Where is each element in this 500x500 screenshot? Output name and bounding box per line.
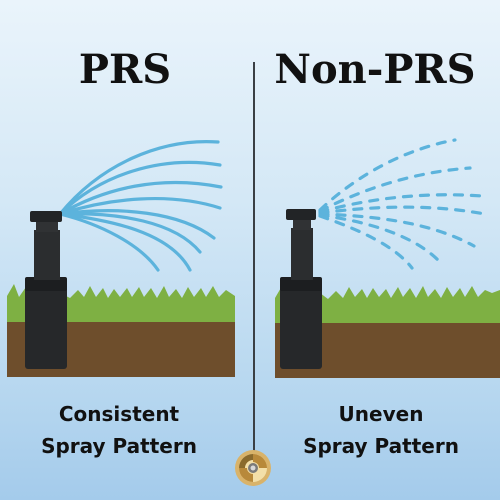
non-prs-sprinkler: [280, 209, 322, 369]
non-prs-spray-arcs: [318, 138, 487, 270]
prs-sprinkler: [25, 211, 67, 369]
spray-arc: [58, 160, 222, 216]
prs-caption: Consistent Spray Pattern: [0, 398, 244, 462]
spray-arc: [318, 138, 457, 212]
spray-arc: [318, 166, 472, 213]
grass: [275, 286, 500, 323]
spray-arc: [58, 212, 160, 272]
prs-heading: PRS: [78, 46, 172, 93]
spray-arc: [58, 209, 216, 240]
non-prs-scene: [275, 138, 500, 378]
prs-spray-arcs: [58, 140, 223, 272]
spray-arc: [58, 140, 220, 216]
non-prs-heading: Non-PRS: [274, 46, 476, 93]
spray-arc: [318, 213, 442, 264]
prs-caption-line-1: Consistent: [58, 402, 180, 426]
spray-arc: [58, 212, 192, 272]
spray-arc: [318, 205, 487, 216]
spray-arc: [58, 197, 222, 216]
non-prs-caption: Uneven Spray Pattern: [256, 398, 500, 462]
non-prs-caption-line-1: Uneven: [338, 402, 424, 426]
prs-caption-line-2: Spray Pattern: [41, 434, 197, 458]
spray-arc: [318, 193, 484, 214]
spray-arc: [58, 180, 223, 216]
gold-circular-logo-icon: [235, 450, 271, 486]
center-divider: [253, 62, 255, 462]
non-prs-caption-line-2: Spray Pattern: [303, 434, 459, 458]
spray-arc: [318, 212, 476, 248]
prs-scene: [7, 140, 235, 377]
spray-arc: [58, 212, 202, 254]
spray-arc: [318, 214, 414, 270]
